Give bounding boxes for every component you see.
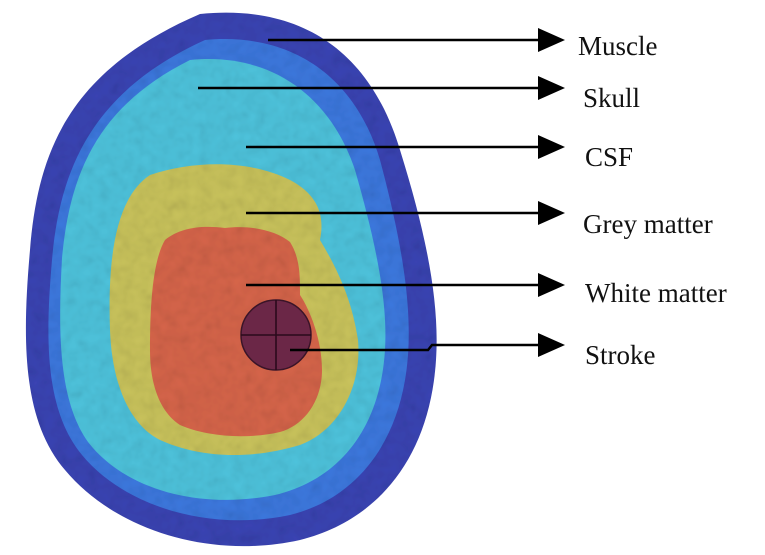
label-csf: CSF — [585, 142, 633, 172]
head-layers — [25, 12, 437, 547]
stroke-arrow — [290, 333, 565, 357]
label-grey-matter: Grey matter — [583, 209, 713, 239]
csf-arrow — [246, 135, 565, 159]
white-matter-arrow — [246, 273, 565, 297]
stroke-lesion — [240, 299, 312, 371]
label-stroke: Stroke — [585, 340, 656, 370]
pointer-arrows — [198, 28, 565, 357]
muscle-arrow — [268, 28, 565, 52]
white-matter-layer — [150, 226, 322, 437]
label-skull: Skull — [583, 83, 640, 113]
label-white-matter: White matter — [585, 278, 727, 308]
skull-arrow — [198, 76, 565, 100]
grey-matter-arrow — [246, 201, 565, 225]
layer-labels: Muscle Skull CSF Grey matter White matte… — [578, 31, 727, 370]
label-muscle: Muscle — [578, 31, 658, 61]
